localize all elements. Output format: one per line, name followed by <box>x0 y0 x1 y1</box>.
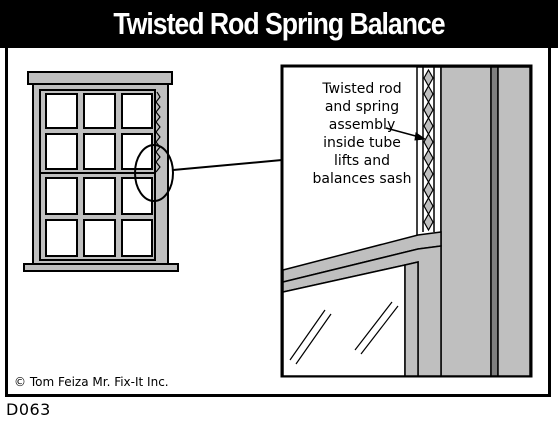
outer-jamb <box>497 66 531 377</box>
twisted-rod-small <box>155 91 161 173</box>
window-head <box>27 71 173 85</box>
diagram-panel <box>5 48 551 397</box>
lower-panes <box>45 177 153 257</box>
window-sill <box>23 263 179 272</box>
glass-glare <box>289 301 399 365</box>
window-overview <box>23 71 179 272</box>
twisted-rod-detail <box>423 68 434 232</box>
callout-label: Twisted rod and spring assembly inside t… <box>312 81 412 187</box>
parting-stop <box>490 66 499 377</box>
copyright-text: © Tom Feiza Mr. Fix-It Inc. <box>14 375 169 389</box>
diagram-title: Twisted Rod Spring Balance <box>113 6 445 41</box>
detail-view <box>280 64 533 378</box>
title-bar: Twisted Rod Spring Balance <box>0 0 558 48</box>
detail-circle <box>134 144 174 202</box>
jamb-column <box>440 66 492 377</box>
drawing-code: D063 <box>6 400 51 419</box>
detail-leader-line <box>172 159 283 171</box>
upper-panes <box>45 93 153 170</box>
